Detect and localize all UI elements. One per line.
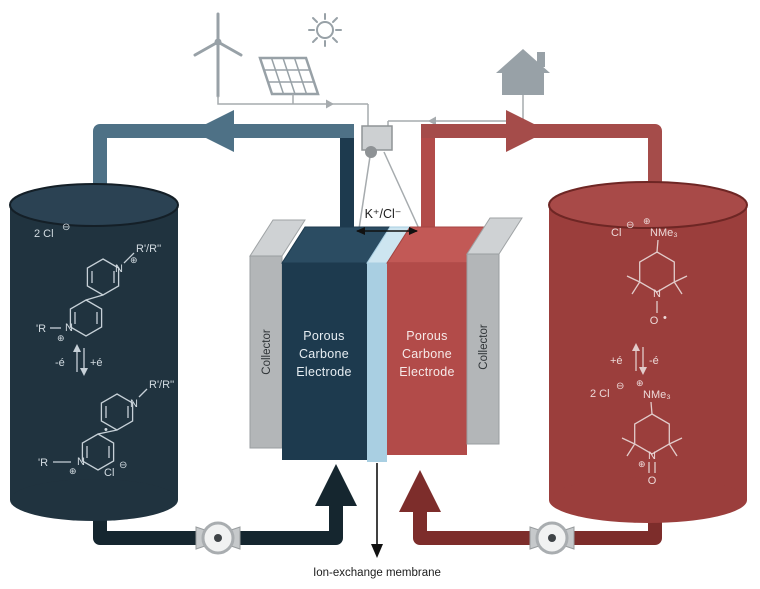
wind-turbine-icon	[193, 12, 243, 98]
electrode-right-label-2: Carbone	[402, 347, 452, 361]
electrode-left-label-3: Electrode	[296, 365, 352, 379]
solar-panel-icon	[258, 56, 320, 96]
right-redox-equilibrium: +é -é	[610, 343, 659, 375]
converter-knob-icon	[365, 146, 377, 158]
electron-gain-label: +é	[90, 357, 103, 369]
sun-icon	[308, 13, 342, 47]
oxygen-label: O	[648, 475, 657, 487]
electron-loss-label: -é	[55, 357, 65, 369]
electron-gain-label: +é	[610, 355, 623, 367]
collector-left: Collector	[249, 219, 306, 449]
plus-charge-icon: ⊕	[130, 255, 138, 265]
minus-charge-icon: ⊖	[626, 220, 634, 231]
electron-loss-label: -é	[649, 355, 659, 367]
ammonium-label: NMe₃	[650, 227, 678, 239]
plus-charge-icon: ⊕	[636, 378, 644, 388]
electrode-right-label-3: Electrode	[399, 365, 455, 379]
right-tank-chemistry: Cl ⊖ ⊕ NMe₃ N O • +é -é 2 Cl ⊖ ⊕	[590, 216, 688, 487]
power-sources	[193, 12, 550, 232]
nitrogen-label: N	[65, 322, 73, 334]
flow-arrow-up-left-icon	[315, 464, 357, 506]
right-pump	[529, 521, 575, 555]
left-tank-chemistry: 2 Cl ⊖ N ⊕ R'/R'' 'R N ⊕ -é +é	[34, 222, 174, 479]
plus-charge-icon: ⊕	[57, 333, 65, 343]
electrode-right: Porous Carbone Electrode	[386, 226, 491, 455]
right-chloride-bottom-label: 2 Cl	[590, 388, 610, 400]
plus-charge-icon: ⊕	[638, 459, 646, 469]
electrode-left: Porous Carbone Electrode	[281, 226, 391, 460]
substituent-bottom-label: 'R	[36, 323, 46, 335]
nitrogen-label: N	[115, 263, 123, 275]
collector-right: Collector	[466, 217, 523, 445]
nitrogen-label: N	[648, 450, 656, 462]
radical-dot-icon: •	[663, 312, 667, 324]
left-chloride-top-label: 2 Cl	[34, 228, 54, 240]
minus-charge-icon: ⊖	[119, 460, 127, 471]
membrane-arrow-icon	[371, 544, 383, 558]
substituent-bottom-label: 'R	[38, 457, 48, 469]
membrane-pointer: Ion-exchange membrane	[313, 463, 441, 579]
ammonium-label: NMe₃	[643, 389, 671, 401]
flow-arrow-right-icon	[506, 110, 548, 152]
viologen-oxidized-structure: 2 Cl ⊖ N ⊕ R'/R'' 'R N ⊕	[34, 222, 161, 343]
oxoammonium-structure: 2 Cl ⊖ ⊕ NMe₃ N ⊕ O	[590, 378, 683, 487]
minus-charge-icon: ⊖	[616, 381, 624, 392]
pump-rotor-icon	[214, 534, 222, 542]
nitrogen-label: N	[130, 398, 138, 410]
ion-transport-annotation: K⁺/Cl⁻	[356, 207, 418, 235]
electrode-left-label-2: Carbone	[299, 347, 349, 361]
ion-label: K⁺/Cl⁻	[365, 207, 402, 221]
wire-arrow-left-icon	[428, 116, 436, 126]
converter-box	[361, 125, 393, 158]
right-tank	[548, 181, 748, 523]
electrode-left-label-1: Porous	[303, 329, 344, 343]
left-chloride-bottom-label: Cl	[104, 467, 114, 479]
electrode-right-label-1: Porous	[406, 329, 447, 343]
plus-charge-icon: ⊕	[643, 216, 651, 226]
left-tank	[9, 183, 179, 521]
right-chloride-top-label: Cl	[611, 227, 621, 239]
flow-arrow-left-icon	[192, 110, 234, 152]
radical-dot-icon: •	[104, 424, 108, 436]
left-pump	[195, 521, 241, 555]
cell-stack: Collector Porous Carbone Electrode Porou…	[249, 217, 523, 462]
plus-charge-icon: ⊕	[69, 466, 77, 476]
nitrogen-label: N	[653, 288, 661, 300]
viologen-reduced-structure: N R'/R'' • 'R N ⊕ Cl ⊖	[38, 379, 174, 479]
collector-right-label: Collector	[478, 324, 490, 370]
flow-arrow-up-right-icon	[399, 470, 441, 512]
house-icon	[496, 49, 550, 95]
minus-charge-icon: ⊖	[62, 222, 70, 233]
collector-left-label: Collector	[261, 329, 273, 375]
wire-arrow-right-icon	[326, 99, 334, 109]
nitrogen-label: N	[77, 456, 85, 468]
ion-arrow-left-icon	[356, 227, 365, 235]
substituent-top-label: R'/R''	[149, 379, 174, 391]
left-redox-equilibrium: -é +é	[55, 344, 103, 376]
tempo-radical-structure: Cl ⊖ ⊕ NMe₃ N O •	[611, 216, 688, 327]
oxygen-label: O	[650, 315, 659, 327]
pump-rotor-icon	[548, 534, 556, 542]
membrane-label: Ion-exchange membrane	[313, 567, 441, 579]
ion-arrow-right-icon	[409, 227, 418, 235]
substituent-top-label: R'/R''	[136, 243, 161, 255]
